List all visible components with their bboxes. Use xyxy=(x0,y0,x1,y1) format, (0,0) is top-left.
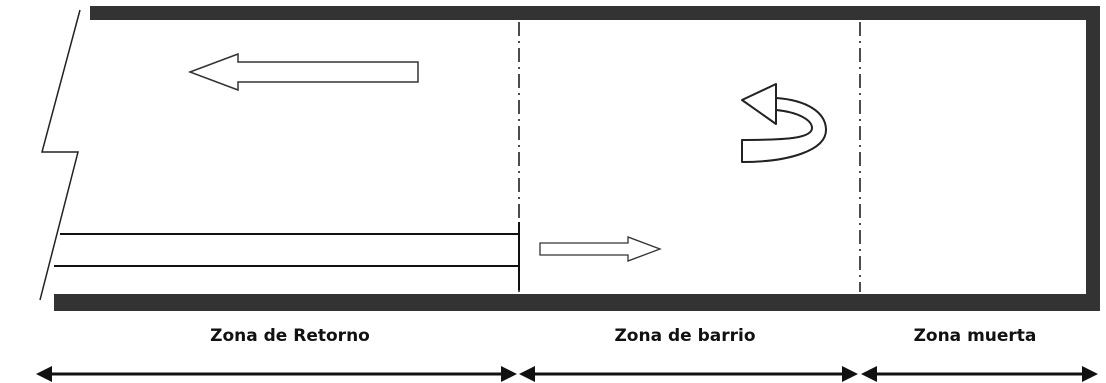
zone-dividers xyxy=(518,22,861,292)
top-wall xyxy=(90,6,1097,20)
duct xyxy=(54,222,520,290)
zone-label-retorno: Zona de Retorno xyxy=(210,326,370,346)
jet-flow-arrow-icon xyxy=(539,236,662,262)
return-flow-arrow-icon xyxy=(187,52,419,92)
break-line xyxy=(39,9,81,301)
swirl-arrow-icon xyxy=(741,83,827,163)
double-headed-arrow-icon xyxy=(36,366,517,382)
zone-label-barrio: Zona de barrio xyxy=(614,326,756,346)
double-headed-arrow-icon xyxy=(519,366,858,382)
double-headed-arrow-icon xyxy=(861,366,1098,382)
zone-label-muerta: Zona muerta xyxy=(913,326,1037,346)
zone-dimension-arrows xyxy=(36,366,1098,382)
bottom-wall xyxy=(54,294,1100,311)
right-wall xyxy=(1086,6,1100,311)
tunnel-walls xyxy=(54,6,1100,311)
